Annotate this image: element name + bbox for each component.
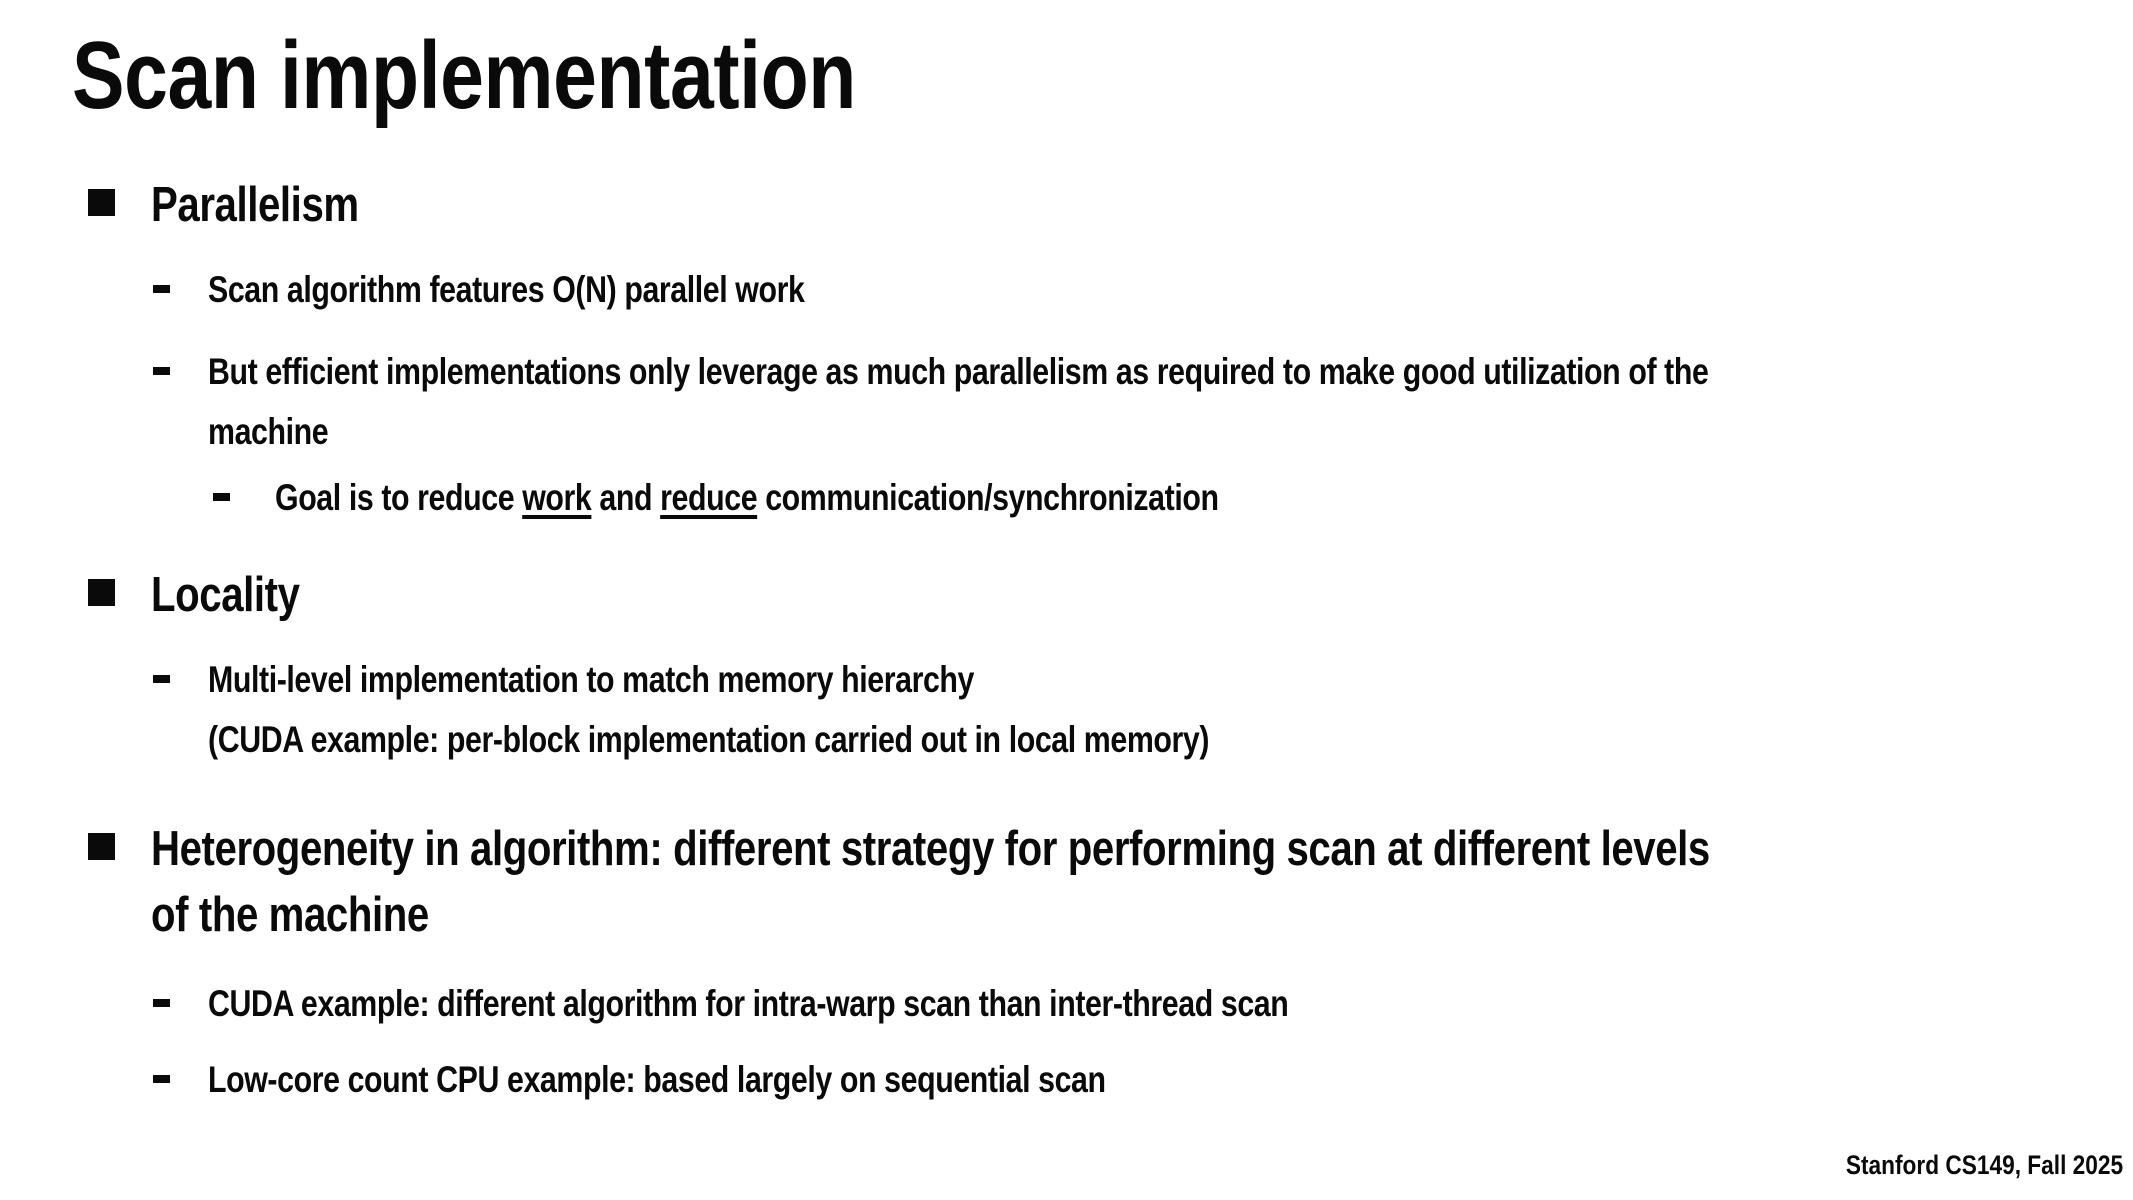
section-heading-lines: Heterogeneity in algorithm: different st… <box>151 816 2052 948</box>
section-heading-text-line-2: of the machine <box>151 887 429 942</box>
section-heading-heterogeneity: Heterogeneity in algorithm: different st… <box>0 816 2133 948</box>
bullet-efficient-implementations: But efficient implementations only lever… <box>0 342 2133 462</box>
page-title: Scan implementation <box>72 24 2133 128</box>
bullet-scan-parallel-work: Scan algorithm features O(N) parallel wo… <box>0 260 2133 320</box>
page-title-text: Scan implementation <box>72 22 856 129</box>
section-heading-locality: Locality <box>0 562 2133 628</box>
footer-credit-text: Stanford CS149, Fall 2025 <box>1845 1150 2123 1180</box>
square-bullet-icon <box>88 832 115 860</box>
dash-bullet-icon <box>153 674 170 683</box>
square-bullet-icon <box>88 188 115 216</box>
bullet-lines: Scan algorithm features O(N) parallel wo… <box>208 260 935 320</box>
bullet-text: CUDA example: different algorithm for in… <box>208 982 1289 1024</box>
bullet-lines: CUDA example: different algorithm for in… <box>208 974 1526 1034</box>
sub-bullet-goal-reduce-work: Goal is to reduce work and reduce commun… <box>0 468 2133 528</box>
section-heading-text-line-1: Heterogeneity in algorithm: different st… <box>151 821 1710 876</box>
sub-bullet-segment: communication/synchronization <box>757 476 1219 518</box>
dash-bullet-icon <box>153 284 170 293</box>
dash-bullet-icon <box>153 998 170 1007</box>
section-heading-parallelism: Parallelism <box>0 172 2133 238</box>
bullet-text: Scan algorithm features O(N) parallel wo… <box>208 268 805 310</box>
bullet-text-line-2: machine <box>208 410 329 452</box>
bullet-text: Low-core count CPU example: based largel… <box>208 1058 1106 1100</box>
sub-bullet-text: Goal is to reduce work and reduce commun… <box>275 468 1219 528</box>
square-bullet-icon <box>88 578 115 606</box>
bullet-text-line-2: (CUDA example: per-block implementation … <box>208 718 1210 760</box>
sub-bullet-segment: and <box>591 476 661 518</box>
sub-bullet-segment-underlined: reduce <box>660 476 758 518</box>
bullet-lines: Low-core count CPU example: based largel… <box>208 1050 1303 1110</box>
section-heading-lines: Parallelism <box>151 172 404 238</box>
footer-credit: Stanford CS149, Fall 2025 <box>1793 1148 2123 1182</box>
bullet-text-line-1: But efficient implementations only lever… <box>208 350 1709 392</box>
bullet-lines: But efficient implementations only lever… <box>208 342 2038 462</box>
bullet-multi-level-implementation: Multi-level implementation to match memo… <box>0 650 2133 770</box>
bullet-text-line-1: Multi-level implementation to match memo… <box>208 658 975 700</box>
section-heading-lines: Locality <box>151 562 332 628</box>
dash-bullet-icon <box>213 492 230 501</box>
dash-bullet-icon <box>153 1074 170 1083</box>
bullet-lines: Multi-level implementation to match memo… <box>208 650 1429 770</box>
section-heading-text: Parallelism <box>151 177 359 232</box>
bullet-cuda-example: CUDA example: different algorithm for in… <box>0 974 2133 1034</box>
sub-bullet-segment: Goal is to reduce <box>275 476 523 518</box>
dash-bullet-icon <box>153 366 170 375</box>
section-heading-text: Locality <box>151 567 300 622</box>
sub-bullet-segment-underlined: work <box>522 476 592 518</box>
bullet-low-core-cpu-example: Low-core count CPU example: based largel… <box>0 1050 2133 1110</box>
